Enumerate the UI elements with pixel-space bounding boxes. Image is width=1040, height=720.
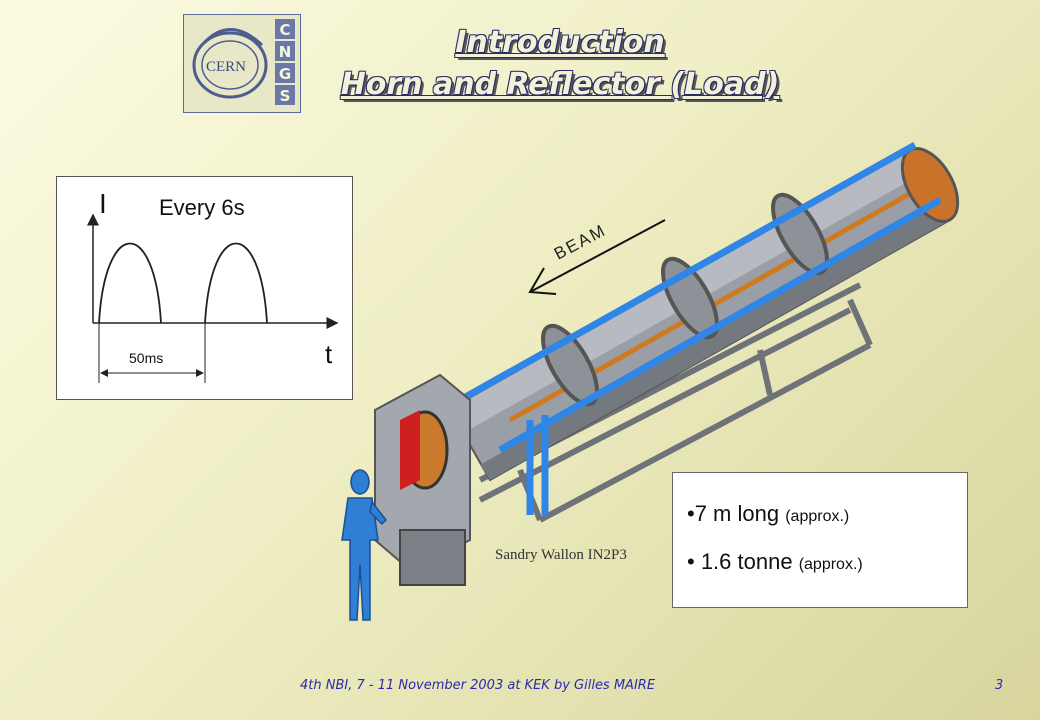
period-label: Every 6s <box>159 195 245 220</box>
logo-letter-n: N <box>279 43 292 61</box>
pulse-2 <box>204 242 268 324</box>
specs-box: •7 m long (approx.) • 1.6 tonne (approx.… <box>672 472 968 608</box>
spec-weight-main: • 1.6 tonne <box>687 549 793 574</box>
footer-text: 4th NBI, 7 - 11 November 2003 at KEK by … <box>300 678 656 693</box>
logo-letter-c: C <box>279 21 290 39</box>
beam-arrow-shaft <box>529 219 666 293</box>
title-line-1: Introduction <box>455 25 665 60</box>
beam-arrow-head <box>528 267 557 295</box>
logo-inner-ring <box>201 40 259 90</box>
waveform-graphic: I Every 6s t 50ms <box>87 188 339 383</box>
horn-graphic: BEAM <box>341 141 960 621</box>
spec-length-main: •7 m long <box>687 501 780 526</box>
page-number: 3 <box>995 678 1004 693</box>
current-waveform-diagram: I Every 6s t 50ms <box>56 176 353 400</box>
logo-letter-s: S <box>280 87 291 105</box>
horn-reflector-illustration: BEAM <box>330 120 980 640</box>
spec-weight-note: (approx.) <box>798 556 863 573</box>
cern-logo-graphic: CERN C N G S <box>192 19 295 105</box>
logo-arc <box>202 28 264 47</box>
spec-length: •7 m long (approx.) <box>687 501 967 527</box>
cern-cngs-logo: CERN C N G S <box>183 14 301 113</box>
pulse-width-label: 50ms <box>129 350 163 366</box>
title-line-2: Horn and Reflector (Load) <box>340 67 780 102</box>
red-insulator <box>400 410 420 490</box>
logo-ring <box>192 31 268 99</box>
spec-length-note: (approx.) <box>785 508 850 525</box>
slide-title: Introduction Horn and Reflector (Load) <box>310 22 810 106</box>
cooling-pipes <box>458 141 942 515</box>
image-credit: Sandry Wallon IN2P3 <box>495 547 627 563</box>
logo-cern-text: CERN <box>206 59 246 75</box>
person-silhouette <box>341 469 387 621</box>
beam-label: BEAM <box>551 220 610 263</box>
spec-weight: • 1.6 tonne (approx.) <box>687 549 967 575</box>
logo-cngs-column: C N G S <box>275 19 295 105</box>
logo-letter-g: G <box>279 65 291 83</box>
y-axis-label: I <box>99 188 107 219</box>
x-axis-label: t <box>325 339 333 369</box>
stripline-block <box>374 373 471 586</box>
pulse-1 <box>98 242 162 324</box>
connector-stack <box>399 529 466 586</box>
